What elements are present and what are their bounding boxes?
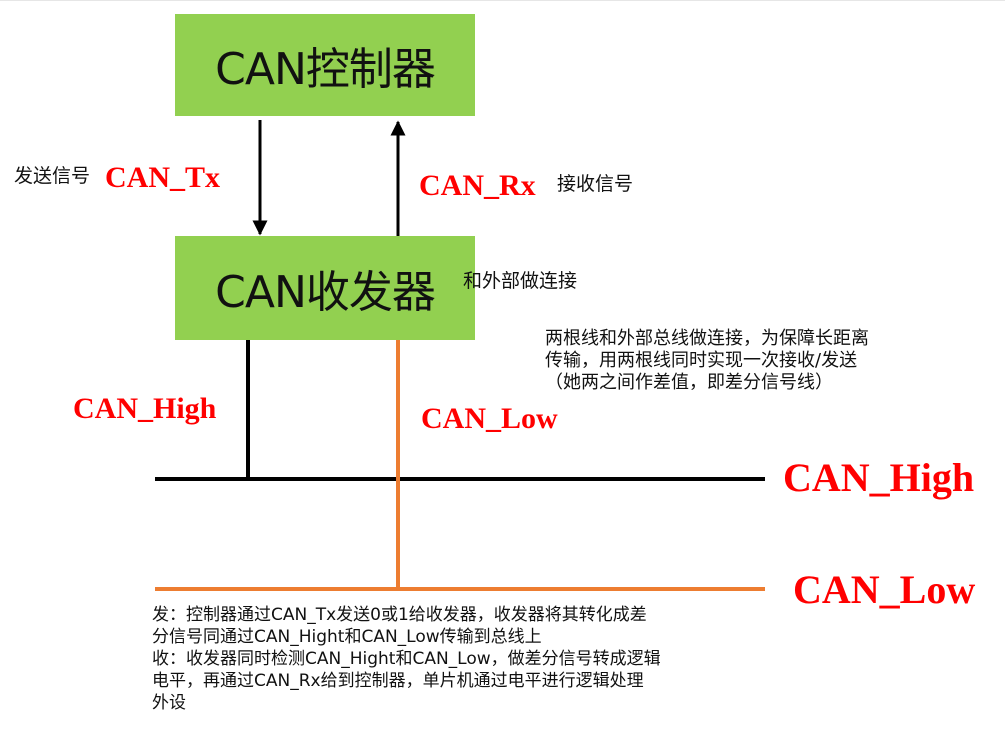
rx-note: 接收信号 [557, 173, 634, 195]
process-note: 发：控制器通过CAN_Tx发送0或1给收发器，收发器将其转化成差 分信号同通过C… [152, 605, 661, 713]
top-border [0, 0, 1005, 1]
can-controller-box: CAN控制器 [175, 14, 475, 116]
can-tx-label: CAN_Tx [105, 161, 221, 194]
can-high-bus-label: CAN_High [783, 455, 975, 500]
can-transceiver-box: CAN收发器 [175, 236, 475, 340]
can-controller-label: CAN控制器 [215, 44, 436, 95]
can-high-local-label: CAN_High [73, 392, 217, 425]
can-low-local-label: CAN_Low [421, 402, 558, 435]
can-transceiver-label: CAN收发器 [215, 267, 436, 318]
differential-note: 两根线和外部总线做连接，为保障长距离 传输，用两根线同时实现一次接收/发送 （她… [545, 328, 869, 393]
connect-note: 和外部做连接 [463, 270, 578, 292]
can-rx-label: CAN_Rx [419, 169, 536, 202]
can-low-bus-label: CAN_Low [793, 567, 976, 612]
tx-note: 发送信号 [14, 165, 91, 187]
